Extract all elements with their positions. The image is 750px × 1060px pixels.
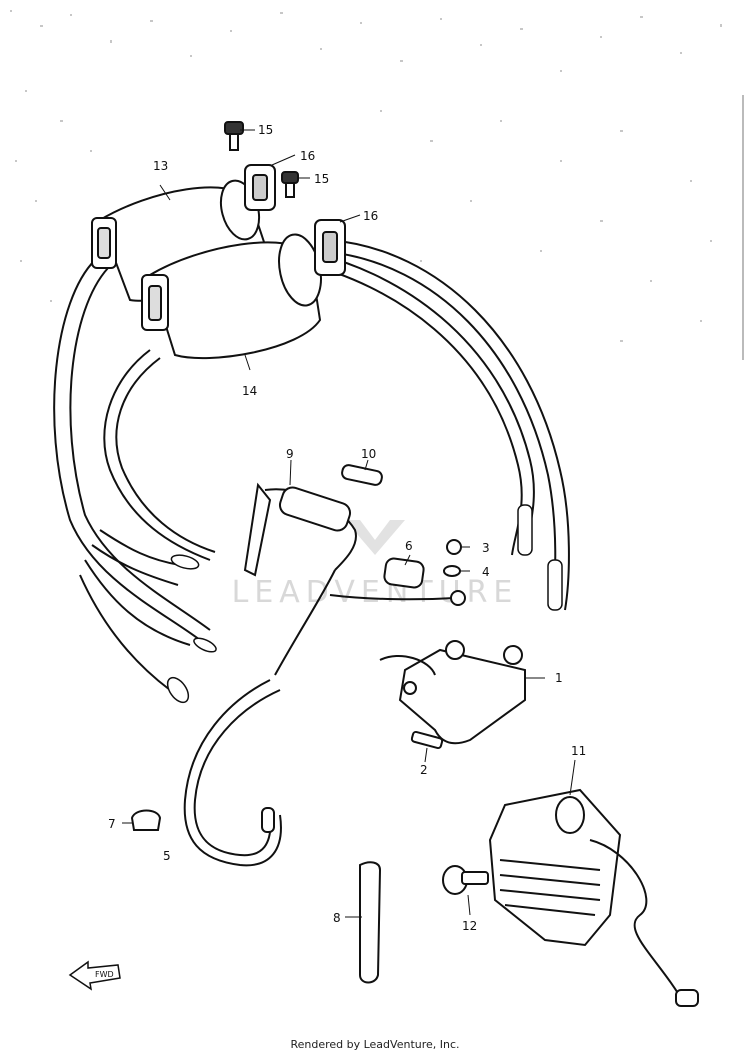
part-label-12: 12 <box>462 919 477 933</box>
forward-arrow-label: FWD <box>95 970 114 979</box>
part-label-7: 7 <box>108 817 116 831</box>
regulator-rectifier-11 <box>488 788 699 1007</box>
fuse-10 <box>341 464 383 486</box>
leader-lines <box>122 129 576 918</box>
fuse-holder-9 <box>243 482 357 676</box>
part-label-3: 3 <box>482 541 490 555</box>
part-labels: 1 2 3 4 5 6 7 8 9 10 11 12 13 14 15 16 1… <box>108 123 586 933</box>
part-label-15-lower: 15 <box>314 172 329 186</box>
screw-2 <box>410 730 444 750</box>
plug-cap-16-lower <box>314 219 346 276</box>
part-label-5: 5 <box>163 849 171 863</box>
band-8 <box>359 861 382 984</box>
cable-ends <box>166 504 563 704</box>
watermark-text: LEADVENTURE <box>232 575 519 610</box>
part-label-11: 11 <box>571 744 586 758</box>
nut-3 <box>446 539 462 555</box>
part-label-8: 8 <box>333 911 341 925</box>
part-label-1: 1 <box>555 671 563 685</box>
part-label-4: 4 <box>482 565 490 579</box>
wire-5 <box>183 679 282 867</box>
watermark: LEADVENTURE <box>232 520 519 610</box>
part-label-16-lower: 16 <box>363 209 378 223</box>
part-label-14: 14 <box>242 384 257 398</box>
forward-arrow-icon: FWD <box>68 960 121 991</box>
screw-15-upper <box>224 121 244 151</box>
plug-cap-16-upper <box>244 164 276 211</box>
footer-credit: Rendered by LeadVenture, Inc. <box>290 1038 460 1051</box>
screw-15-lower <box>281 171 299 198</box>
wiring-harness <box>53 239 570 691</box>
washer-4 <box>443 565 461 577</box>
clamp-7 <box>130 809 162 831</box>
relay-wire-6 <box>329 557 466 606</box>
part-label-9: 9 <box>286 447 294 461</box>
part-label-15: 15 <box>258 123 273 137</box>
part-label-10: 10 <box>361 447 376 461</box>
part-label-2: 2 <box>420 763 428 777</box>
part-label-6: 6 <box>405 539 413 553</box>
ignition-coil-14 <box>141 233 322 360</box>
starter-relay-1 <box>379 640 526 745</box>
background-noise <box>10 10 722 342</box>
screw-12 <box>442 865 489 895</box>
part-label-13: 13 <box>153 159 168 173</box>
part-label-16-upper: 16 <box>300 149 315 163</box>
